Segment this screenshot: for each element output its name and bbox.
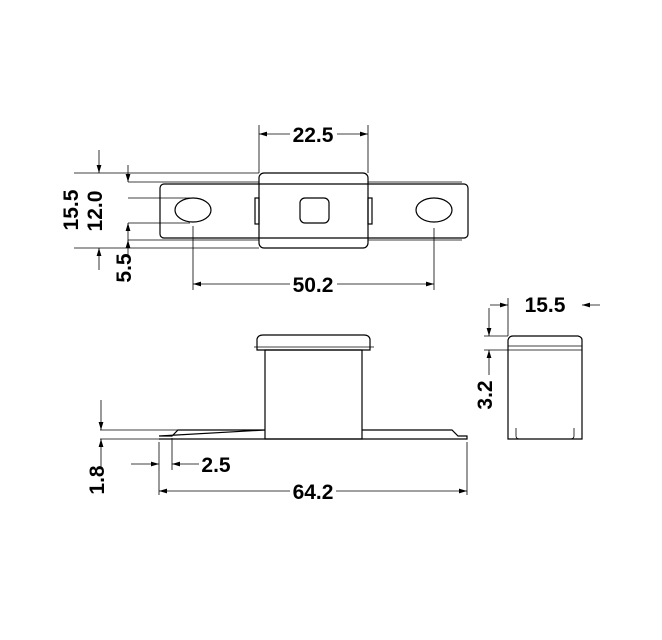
side-cap [256, 334, 371, 351]
dim-end-width: 15.5 [525, 294, 566, 317]
end-clip [515, 428, 575, 440]
side-plate [158, 429, 468, 440]
mounting-hole-left [174, 197, 212, 223]
side-body [264, 349, 363, 440]
top-view: 22.5 15.5 12.0 5.5 50.2 [60, 124, 469, 297]
end-view: 15.5 3.2 [474, 294, 600, 440]
dim-cap-height: 3.2 [474, 380, 497, 409]
dim-overall-length: 64.2 [293, 481, 334, 504]
dim-plate-height: 12.0 [84, 191, 107, 232]
dim-overall-height: 15.5 [60, 189, 83, 230]
dim-hole-size: 5.5 [113, 253, 136, 283]
dim-plate-thickness: 1.8 [86, 465, 109, 495]
dim-end-offset: 2.5 [201, 454, 231, 477]
terminal-plate [159, 183, 469, 239]
side-view: 1.8 2.5 64.2 [86, 334, 468, 504]
mounting-hole-right [415, 197, 453, 223]
window-hole [299, 197, 330, 224]
end-body [507, 335, 583, 440]
dim-hole-spacing: 50.2 [293, 274, 334, 297]
dim-body-width: 22.5 [293, 124, 334, 147]
